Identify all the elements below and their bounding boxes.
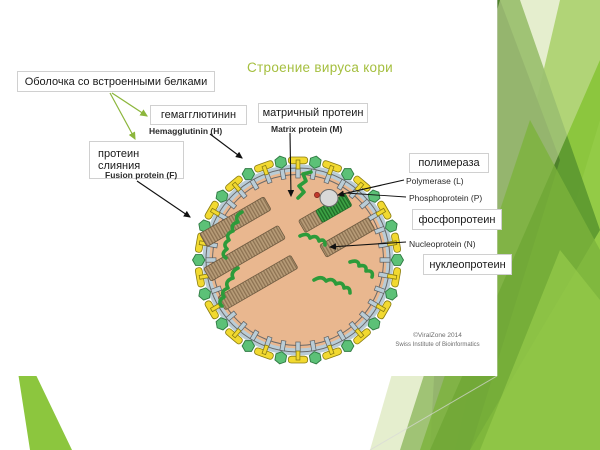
copyright-credit: ©ViralZone 2014 Swiss Institute of Bioin… [380,332,495,349]
label-matrix-protein: матричный протеин [258,103,368,123]
label-nucleoprotein-text: нуклеопротеин [429,258,506,271]
measles-virion-illustration [192,154,404,366]
label-fusion-protein-line1: протеин [98,148,140,160]
polymerase-complex [314,189,339,207]
nucleocapsid-group [199,170,375,310]
credit-line-2: Swiss Institute of Bioinformatics [395,341,480,348]
label-polymerase: полимераза [409,153,489,173]
label-polymerase-en: Polymerase (L) [406,176,464,186]
page-title: Строение вируса кори [247,60,394,75]
leader-arrows-green [109,92,407,250]
label-matrix-protein-text: матричный протеин [262,107,364,119]
label-matrix-protein-en: Matrix protein (M) [271,124,343,134]
label-nucleoprotein-en: Nucleoprotein (N) [409,239,476,249]
label-fusion-protein-line2: слияния [98,160,141,172]
credit-line-1: ©ViralZone 2014 [413,332,462,339]
label-hemagglutinin-text: гемагглютинин [160,109,237,121]
label-fusion-protein-en: Fusion protein (F) [105,170,178,180]
label-envelope-text: Оболочка со встроенными белками [24,75,208,88]
label-phosphoprotein-en: Phosphoprotein (P) [409,193,483,203]
label-envelope: Оболочка со встроенными белками [17,71,215,92]
label-polymerase-text: полимераза [418,157,480,169]
label-hemagglutinin: гемагглютинин [150,105,247,125]
label-phosphoprotein-text: фосфопротеин [418,213,496,226]
label-hemagglutinin-en: Hemagglutinin (H) [149,126,223,136]
label-fusion-protein: протеин слияния [89,141,184,179]
label-phosphoprotein: фосфопротеин [412,209,502,230]
virus-diagram-image: Строение вируса кори [109,60,495,366]
label-nucleoprotein: нуклеопротеин [423,254,512,275]
